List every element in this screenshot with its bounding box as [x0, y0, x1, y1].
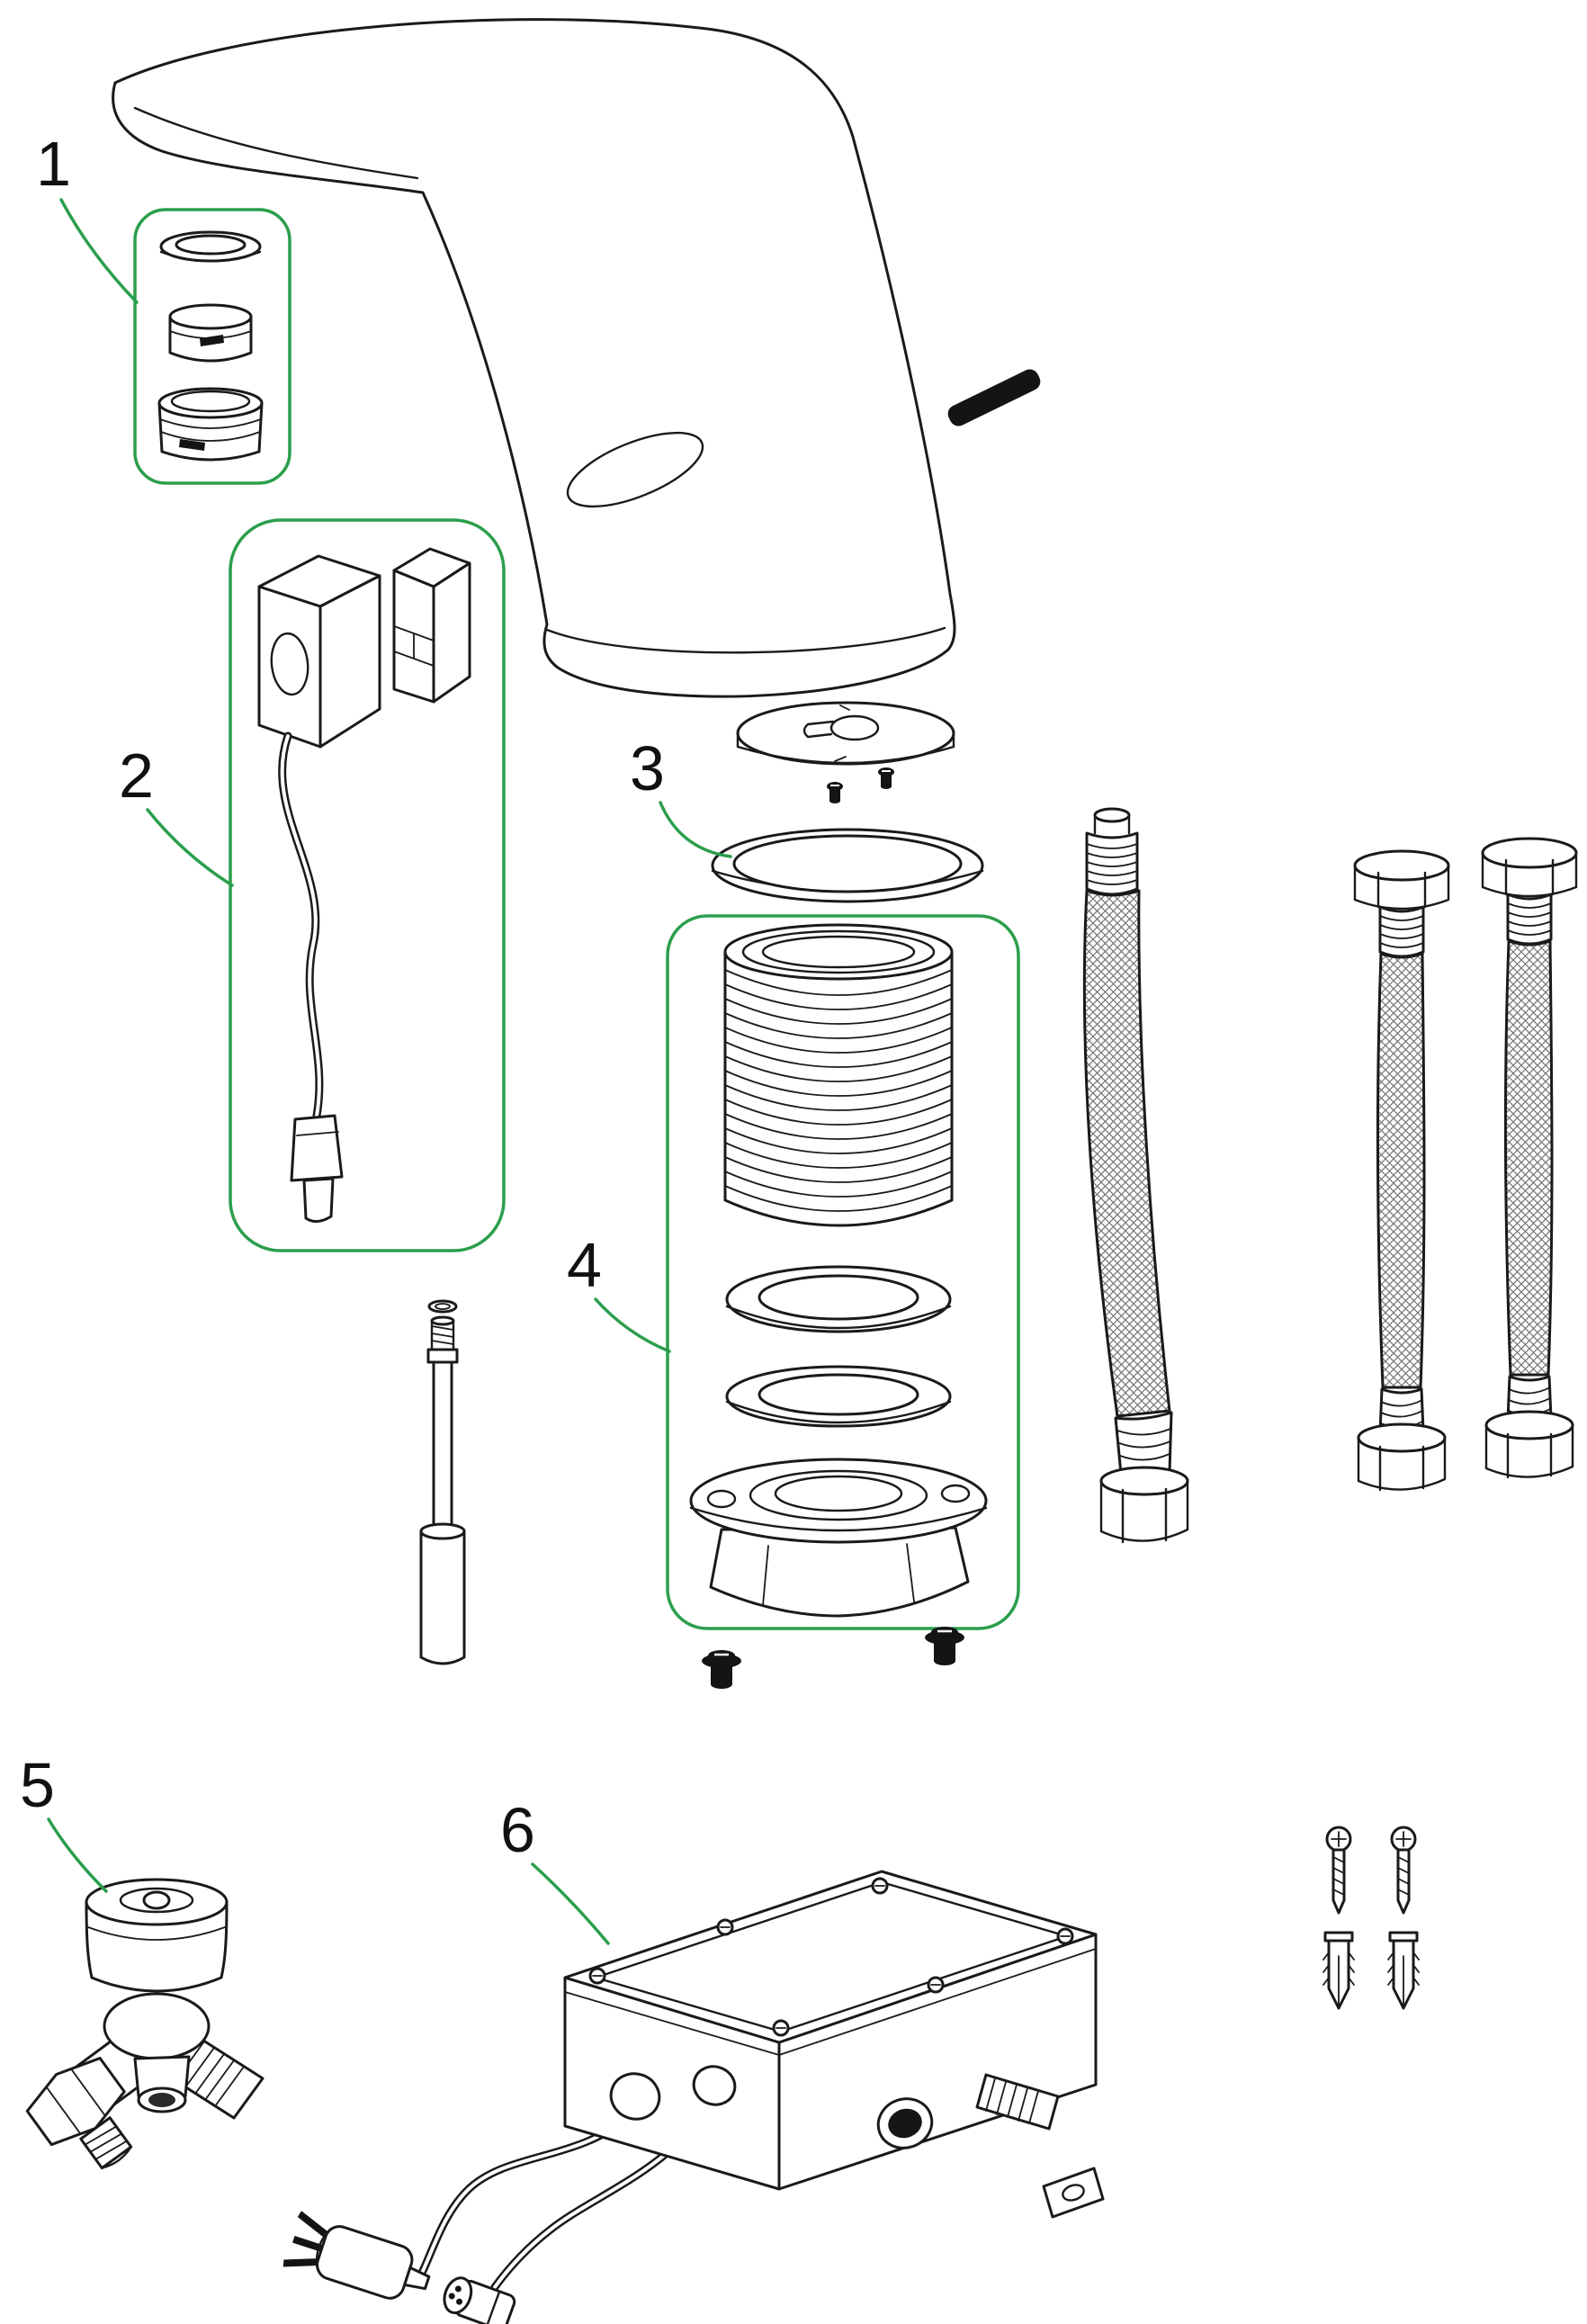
callout-3-leader — [659, 801, 732, 858]
callout-6-label: 6 — [500, 1795, 535, 1865]
faucet-body — [112, 18, 956, 698]
callout-2-leader — [146, 808, 234, 887]
base-seal-gasket — [711, 828, 984, 903]
valve-hex-nut — [25, 2057, 133, 2170]
callout-5-label: 5 — [20, 1750, 55, 1820]
callouts: 1 2 3 4 5 6 — [20, 129, 732, 1945]
valve-knob — [85, 1878, 229, 1993]
aerator-insert — [168, 303, 253, 363]
callout-3-label: 3 — [630, 733, 665, 803]
sensor-cable — [278, 731, 324, 1120]
mounting-tab — [1042, 2167, 1105, 2219]
flexible-hose — [1082, 807, 1189, 1544]
outlet-fitting — [876, 2097, 934, 2149]
cable-gland-hole — [692, 2065, 737, 2106]
plate-screw — [827, 782, 843, 803]
callout-1: 1 — [36, 129, 139, 304]
sensor-box — [257, 554, 381, 749]
cable-gland-hole — [609, 2072, 661, 2121]
sensor-bracket — [392, 547, 471, 704]
plate-screw — [878, 767, 894, 789]
aerator-ring — [159, 230, 262, 263]
callout-6: 6 — [500, 1795, 610, 1945]
aerator-assembly — [133, 208, 291, 485]
lift-rod — [419, 1299, 466, 1665]
callout-1-leader — [59, 198, 139, 304]
mounting-shank-kit — [666, 914, 1020, 1630]
callout-6-leader — [531, 1862, 610, 1945]
threaded-outlet — [975, 2073, 1060, 2131]
mounting-screws — [702, 1627, 964, 1689]
callout-3: 3 — [630, 733, 732, 858]
friction-washer — [725, 1265, 952, 1333]
three-way-mixing-valve — [25, 1878, 264, 2170]
callout-1-label: 1 — [36, 129, 71, 199]
mounting-screw — [702, 1650, 741, 1689]
threaded-shank — [723, 923, 954, 1227]
fixing-pin — [947, 369, 1041, 426]
callout-5-leader — [47, 1817, 108, 1893]
power-plug — [282, 2211, 431, 2300]
sensor-module-with-cable — [229, 518, 506, 1252]
aerator-housing — [157, 387, 264, 462]
control-box-body — [563, 1870, 1105, 2219]
mounting-flange — [689, 1458, 988, 1618]
lid-screw — [588, 1877, 1074, 2037]
callout-1-box — [133, 208, 291, 485]
callout-4-label: 4 — [567, 1230, 602, 1300]
cable-end-connector — [290, 1114, 344, 1223]
rubber-washer — [725, 1365, 952, 1428]
callout-4-leader — [594, 1297, 671, 1353]
callout-4: 4 — [567, 1230, 671, 1353]
valve-bottom-outlet — [133, 2055, 191, 2113]
plug-connector — [443, 2276, 516, 2324]
callout-5: 5 — [20, 1750, 108, 1893]
mounting-screw — [925, 1627, 964, 1665]
callout-2-label: 2 — [119, 740, 154, 811]
control-box-with-power-cable — [282, 1870, 1105, 2324]
callout-2: 2 — [119, 740, 234, 887]
escutcheon-plate — [736, 701, 955, 803]
callout-4-box — [666, 914, 1020, 1630]
